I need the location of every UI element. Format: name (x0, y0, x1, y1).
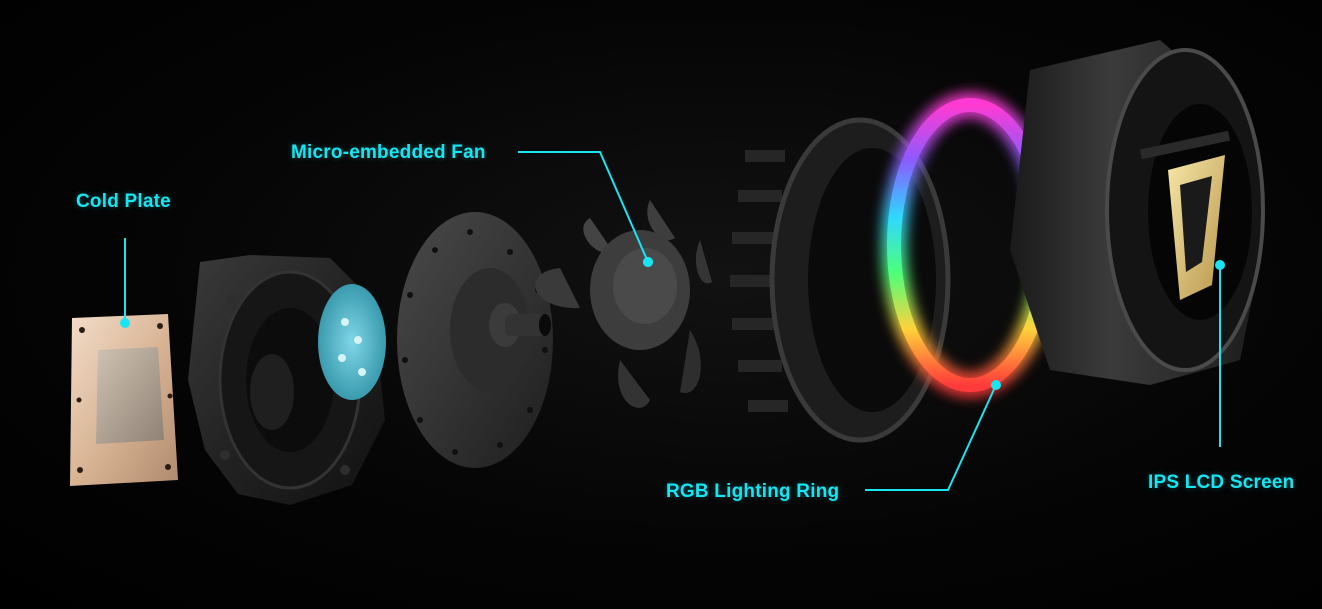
fan-marker-dot (643, 257, 653, 267)
micro-fan-label: Micro-embedded Fan (291, 142, 486, 163)
cold-plate-part (70, 314, 178, 486)
lcd-screen-label: IPS LCD Screen (1148, 472, 1295, 493)
callout-lines (124, 151, 1221, 491)
cold-plate-label: Cold Plate (76, 191, 171, 212)
callout-dots (120, 257, 1225, 390)
rgb-ring-label: RGB Lighting Ring (666, 481, 840, 502)
lcd-marker-dot (1215, 260, 1225, 270)
impeller-disk-part (397, 212, 553, 468)
micro-fan-part (535, 200, 712, 408)
pcb-board-part (318, 284, 386, 400)
fan-leader-line (518, 151, 649, 263)
lcd-cap-part (1010, 40, 1265, 385)
cold-plate-marker-dot (120, 318, 130, 328)
rgb-ring-marker-dot (991, 380, 1001, 390)
rgb-ring-leader-line (865, 384, 997, 491)
